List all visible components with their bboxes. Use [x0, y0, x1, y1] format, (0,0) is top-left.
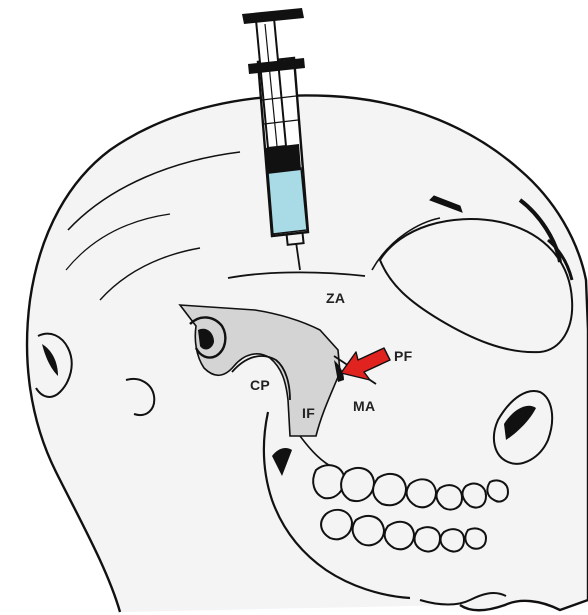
label-pf: PF [394, 349, 413, 363]
label-ma: MA [353, 399, 375, 413]
label-if: IF [302, 406, 315, 420]
tooth [437, 485, 462, 509]
tooth [353, 516, 384, 545]
label-cp: CP [250, 378, 270, 392]
tooth [407, 479, 436, 507]
tooth [441, 529, 464, 551]
tooth [373, 474, 406, 505]
tooth [465, 528, 486, 548]
syringe-liquid [268, 168, 307, 234]
tooth [313, 465, 344, 498]
label-za: ZA [326, 291, 345, 305]
tooth [415, 527, 440, 551]
tooth [487, 480, 508, 501]
tooth [341, 468, 374, 501]
tooth [321, 510, 352, 539]
tooth [385, 522, 414, 549]
